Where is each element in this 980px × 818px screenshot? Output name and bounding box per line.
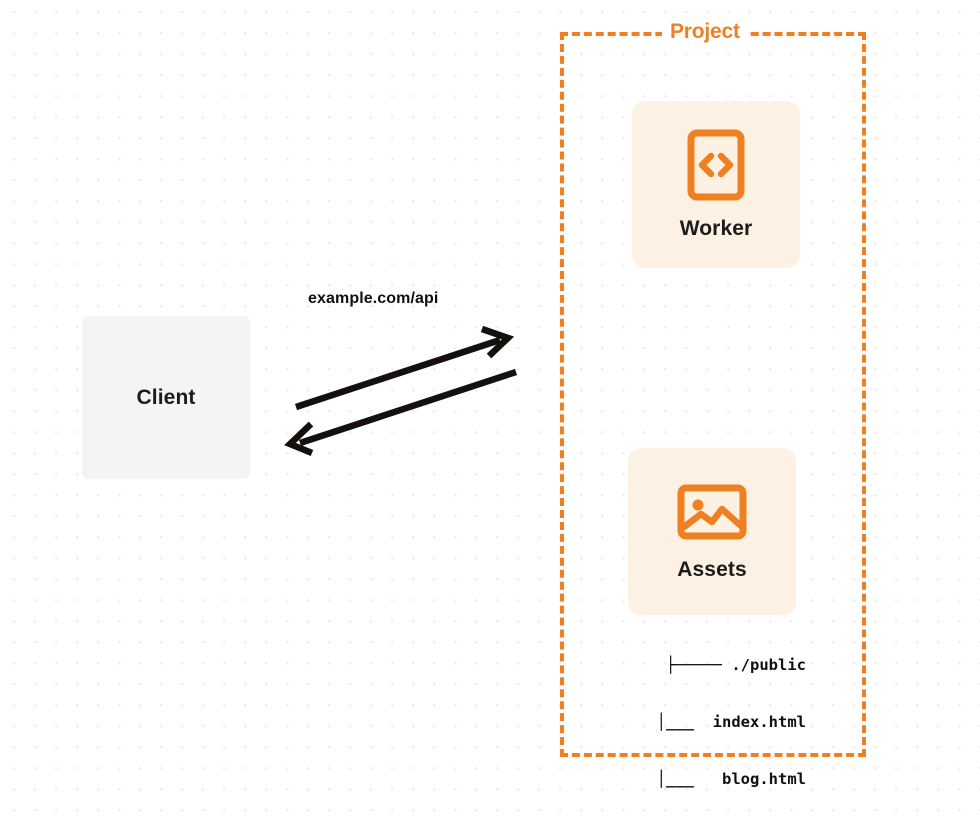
node-client[interactable]: Client <box>82 316 250 479</box>
project-title: Project <box>662 20 748 44</box>
code-brackets-icon <box>687 129 745 200</box>
node-assets[interactable]: Assets <box>628 448 796 615</box>
image-icon <box>677 484 747 539</box>
node-client-label: Client <box>136 385 196 409</box>
file-tree-line: │___ index.html <box>638 713 806 731</box>
edge-label-api: example.com/api <box>308 290 439 307</box>
arrow-request <box>294 325 515 411</box>
node-assets-label: Assets <box>677 557 747 581</box>
node-worker[interactable]: Worker <box>632 101 800 268</box>
file-tree-line: ├───── ./public <box>666 656 806 674</box>
file-tree-line: │___ blog.html <box>638 770 806 788</box>
arrow-response <box>284 368 518 457</box>
node-worker-label: Worker <box>679 216 753 240</box>
assets-file-tree: ├───── ./public │___ index.html │___ blo… <box>596 618 806 818</box>
